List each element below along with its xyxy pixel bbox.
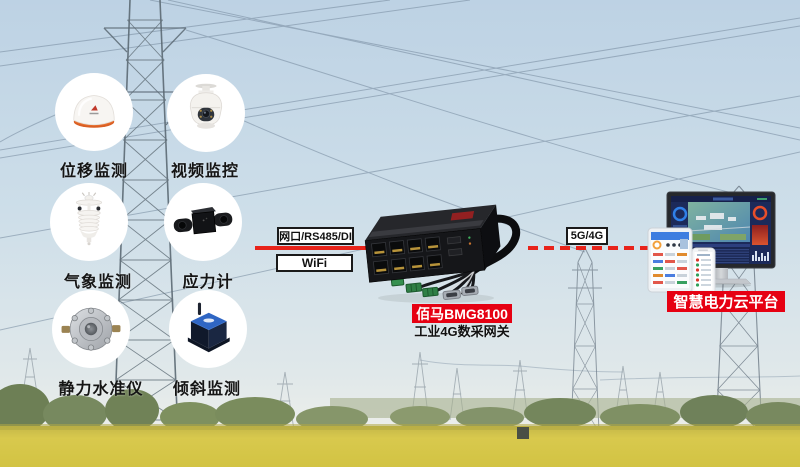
- cellular-label-box: 5G/4G: [566, 227, 608, 245]
- ethernet-ports: [371, 236, 443, 276]
- gateway-name-badge: 佰马BMG8100: [412, 304, 512, 323]
- wired-port-label-box: 网口/RS485/DI: [277, 227, 354, 245]
- static-level-icon: [61, 307, 121, 351]
- cloud-platform-devices: [630, 183, 795, 318]
- weather-station-icon: [75, 192, 103, 246]
- ptz-camera-icon: [189, 83, 223, 129]
- terminal-block-connectors: [390, 278, 439, 298]
- phone: [691, 247, 716, 295]
- tablet: [647, 227, 693, 293]
- blue-ring-gauge: [672, 206, 688, 222]
- field-edge: [0, 424, 800, 430]
- treeline: [0, 384, 800, 433]
- sensor-label-strain: 应力计: [182, 274, 234, 291]
- monitor-stand: [714, 268, 728, 279]
- red-heat-block: [752, 225, 768, 245]
- sensor-label-tilt: 倾斜监测: [172, 381, 242, 398]
- strain-gauge-icon: [173, 206, 233, 235]
- wifi-label-box: WiFi: [276, 254, 353, 272]
- utility-box: [517, 427, 529, 439]
- gateway-type-label: 工业4G数采网关: [414, 324, 510, 339]
- gnss-dome-icon: [73, 95, 115, 128]
- sensor-video: [167, 74, 245, 152]
- gateway-router-image: [364, 204, 521, 303]
- red-ring-gauge: [752, 205, 768, 221]
- sensor-displacement: [55, 73, 133, 151]
- wireless-link-line: [528, 246, 654, 250]
- mini-bar-chart: [752, 251, 769, 261]
- gateway-device: [358, 196, 533, 311]
- wired-link-line: [255, 246, 368, 250]
- platform-name-badge: 智慧电力云平台: [667, 291, 785, 312]
- serial-connectors: [442, 285, 479, 300]
- sensor-weather: [50, 183, 128, 261]
- sensor-strain-gauge: [164, 183, 242, 261]
- sensor-label-video: 视频监控: [170, 163, 240, 180]
- sensor-tilt: [169, 290, 247, 368]
- sensor-static-level: [52, 290, 130, 368]
- sensor-label-static-level: 静力水准仪: [58, 381, 144, 398]
- sensor-label-displacement: 位移监测: [59, 163, 129, 180]
- tilt-sensor-icon: [187, 302, 230, 353]
- rapeseed-field: [0, 426, 800, 467]
- sensor-label-weather: 气象监测: [63, 274, 133, 291]
